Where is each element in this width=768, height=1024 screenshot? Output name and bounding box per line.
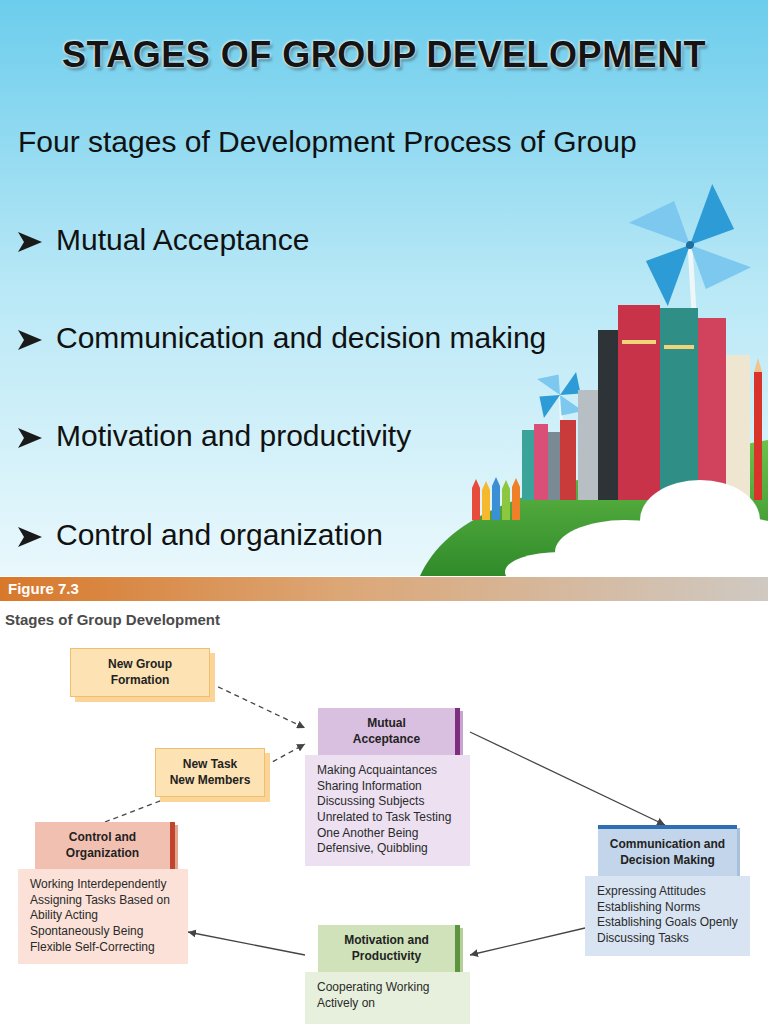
bullet-item: Motivation and productivity: [56, 419, 411, 452]
pinwheel: [678, 245, 751, 301]
bullet-arrow: [18, 232, 42, 547]
stage-body: Making Acquaintances Sharing Information…: [305, 755, 470, 866]
crayons: [472, 477, 520, 520]
pinwheel: [629, 189, 702, 245]
flow-connector: [188, 932, 305, 955]
bullet-item: Communication and decision making: [56, 321, 546, 354]
pinwheel: [537, 366, 569, 395]
books: [522, 430, 534, 500]
figure-number: Figure 7.3: [8, 580, 79, 597]
stage-heading: Motivation and Productivity: [318, 925, 460, 972]
stage-body: Cooperating Working Actively on: [305, 972, 470, 1024]
bullet-arrow: [18, 527, 42, 547]
stage-title: Mutual Acceptance: [339, 716, 434, 747]
stage-behaviours: Cooperating Working Actively on: [317, 980, 460, 1011]
slide-subtitle: Four stages of Development Process of Gr…: [18, 125, 637, 158]
stage-body: Expressing Attitudes Establishing Norms …: [585, 876, 750, 955]
flow-connector: [105, 797, 170, 822]
bullet-item: Control and organization: [56, 518, 383, 551]
box-label: New Task New Members: [169, 757, 251, 788]
stage-behaviours: Working Interdependently Assigning Tasks…: [30, 877, 178, 955]
start-box: New Task New Members: [155, 748, 265, 797]
books: [534, 424, 548, 500]
crayons: [472, 479, 480, 488]
books: [664, 345, 694, 349]
stage-behaviours: Expressing Attitudes Establishing Norms …: [597, 884, 740, 946]
crayons: [512, 478, 520, 487]
flow-connector: [470, 732, 665, 825]
crayons: [482, 490, 490, 520]
books: [754, 372, 762, 500]
books: [622, 340, 656, 344]
pinwheel: [607, 162, 768, 329]
crayons: [492, 477, 500, 486]
flow-connector: [265, 744, 305, 766]
crayons: [502, 480, 510, 489]
books: [578, 390, 598, 500]
books: [698, 318, 726, 500]
crayons: [472, 488, 480, 520]
books: [598, 330, 618, 500]
crayons: [482, 481, 490, 490]
stage-body: Working Interdependently Assigning Tasks…: [18, 869, 188, 964]
box-label: New Group Formation: [98, 657, 183, 688]
books: [726, 355, 750, 500]
pinwheel: [690, 184, 746, 257]
figure-banner: [0, 577, 768, 601]
books: [754, 358, 762, 372]
stage-box: Control and OrganizationWorking Interdep…: [18, 822, 188, 964]
stage-heading: Control and Organization: [35, 822, 175, 869]
pinwheel: [634, 233, 690, 306]
figure-title: Stages of Group Development: [5, 611, 220, 628]
books: [618, 305, 660, 500]
crayons: [512, 487, 520, 520]
clouds: [505, 480, 768, 592]
stage-box: Mutual AcceptanceMaking Acquaintances Sh…: [305, 708, 470, 866]
stage-title: Communication and Decision Making: [603, 837, 733, 868]
stage-heading: Communication and Decision Making: [598, 825, 737, 876]
stage-behaviours: Making Acquaintances Sharing Information…: [317, 763, 460, 857]
crayons: [492, 486, 500, 520]
flow-connector: [210, 683, 305, 728]
bullet-arrow: [18, 428, 42, 448]
pinwheel: [685, 240, 695, 250]
flow-connector: [470, 928, 585, 955]
books: [560, 420, 576, 500]
stage-heading: Mutual Acceptance: [318, 708, 460, 755]
stage-title: Control and Organization: [55, 830, 150, 861]
bullet-item: Mutual Acceptance: [56, 223, 310, 256]
crayons: [502, 489, 510, 520]
books: [522, 305, 762, 500]
sky-background: [0, 0, 768, 576]
slide-title: STAGES OF GROUP DEVELOPMENT: [62, 34, 706, 75]
stage-box: Motivation and ProductivityCooperating W…: [305, 925, 470, 1024]
bullet-arrow: [18, 232, 42, 252]
books: [660, 308, 698, 500]
stage-box: Communication and Decision MakingExpress…: [585, 825, 750, 956]
stage-title: Motivation and Productivity: [332, 933, 442, 964]
bullet-arrow: [18, 330, 42, 350]
books: [548, 432, 560, 500]
start-box: New Group Formation: [70, 648, 210, 697]
